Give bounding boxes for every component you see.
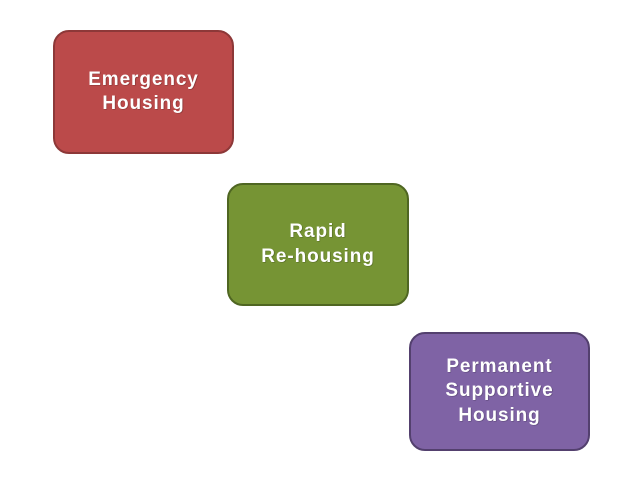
diagram-node-emergency-housing[interactable]: Emergency Housing xyxy=(53,30,234,154)
node-label-emergency-housing: Emergency Housing xyxy=(88,68,199,114)
diagram-node-rapid-rehousing[interactable]: Rapid Re-housing xyxy=(227,183,409,306)
node-label-rapid-rehousing: Rapid Re-housing xyxy=(261,221,375,267)
diagram-node-permanent-supportive-housing[interactable]: Permanent Supportive Housing xyxy=(409,332,590,451)
node-label-permanent-supportive-housing: Permanent Supportive Housing xyxy=(445,356,554,426)
